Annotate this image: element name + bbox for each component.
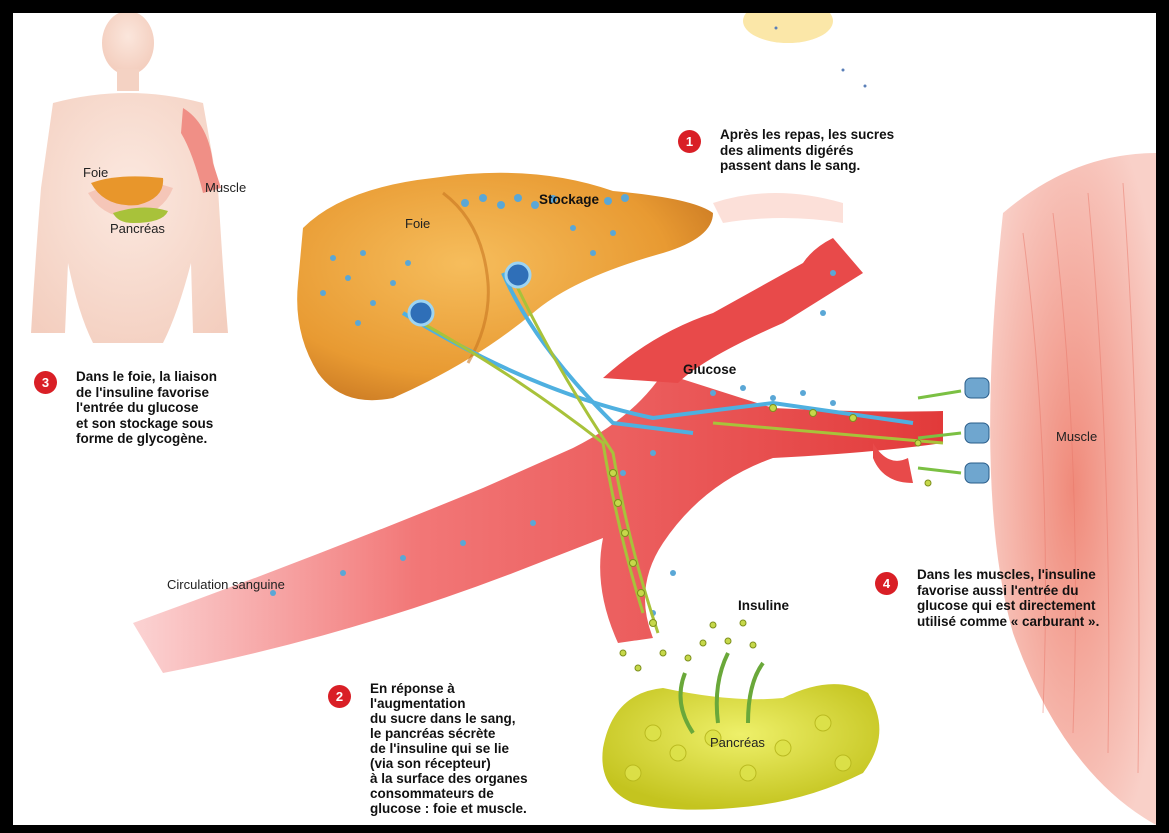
circulation-label: Circulation sanguine	[167, 577, 285, 592]
muscle-label: Muscle	[1056, 429, 1097, 444]
food-blob	[743, 13, 833, 43]
muscle-receptors	[965, 378, 989, 483]
human-body-figure	[31, 13, 228, 343]
body-label-muscle: Muscle	[205, 180, 246, 195]
diagram-frame: Foie Muscle Pancréas Foie Stockage Gluco…	[13, 13, 1156, 825]
step-3-badge: 3	[34, 371, 57, 394]
step-4-badge: 4	[875, 572, 898, 595]
step-2-badge: 2	[328, 685, 351, 708]
pancreas-label: Pancréas	[710, 735, 765, 750]
step-1-badge: 1	[678, 130, 701, 153]
stockage-label: Stockage	[539, 192, 599, 207]
body-label-pancreas: Pancréas	[110, 221, 165, 236]
glucose-label: Glucose	[683, 362, 736, 377]
body-label-foie: Foie	[83, 165, 108, 180]
liver-label: Foie	[405, 216, 430, 231]
insuline-label: Insuline	[738, 598, 789, 613]
